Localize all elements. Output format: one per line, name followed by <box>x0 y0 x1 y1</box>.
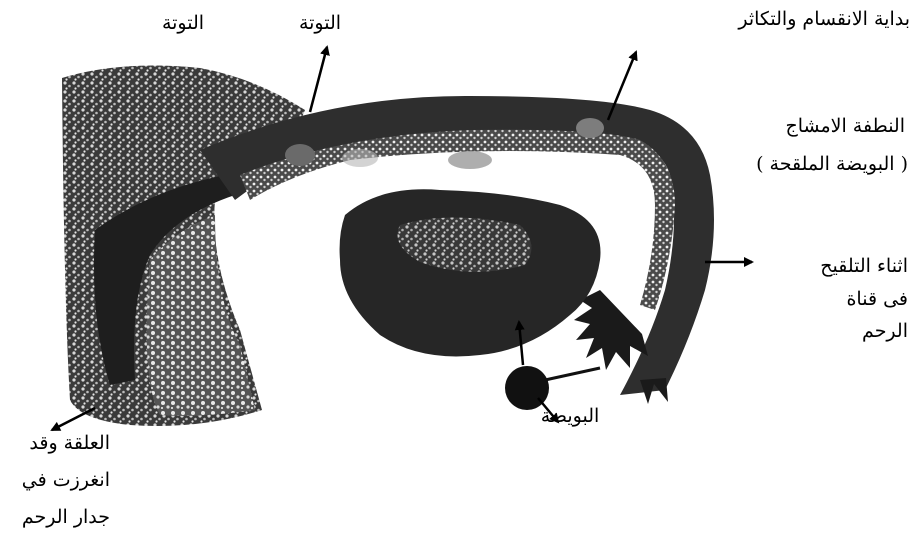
label-alaqa-line1: العلقة وقد <box>2 430 110 456</box>
label-division-start: بداية الانقسام والتكاثر <box>600 6 910 32</box>
label-fertilization-line1: اثناء التلقيح <box>760 253 908 279</box>
label-alaqa-line2: انغرزت في <box>2 467 110 493</box>
label-fertilization-line2: فى قناة <box>760 286 908 312</box>
label-nutfa-amshaj: النطفة الامشاج <box>700 113 905 139</box>
label-alaqa-line3: جدار الرحم <box>2 504 110 530</box>
label-ovum: البويضة <box>515 403 625 429</box>
ovary <box>340 189 601 356</box>
label-fertilization-line3: الرحم <box>760 318 908 344</box>
label-twt-left: التوتة <box>148 10 218 36</box>
label-twt-right: التوتة <box>285 10 355 36</box>
label-fertilized-ovum: ( البويضة الملقحة ) <box>700 151 908 177</box>
